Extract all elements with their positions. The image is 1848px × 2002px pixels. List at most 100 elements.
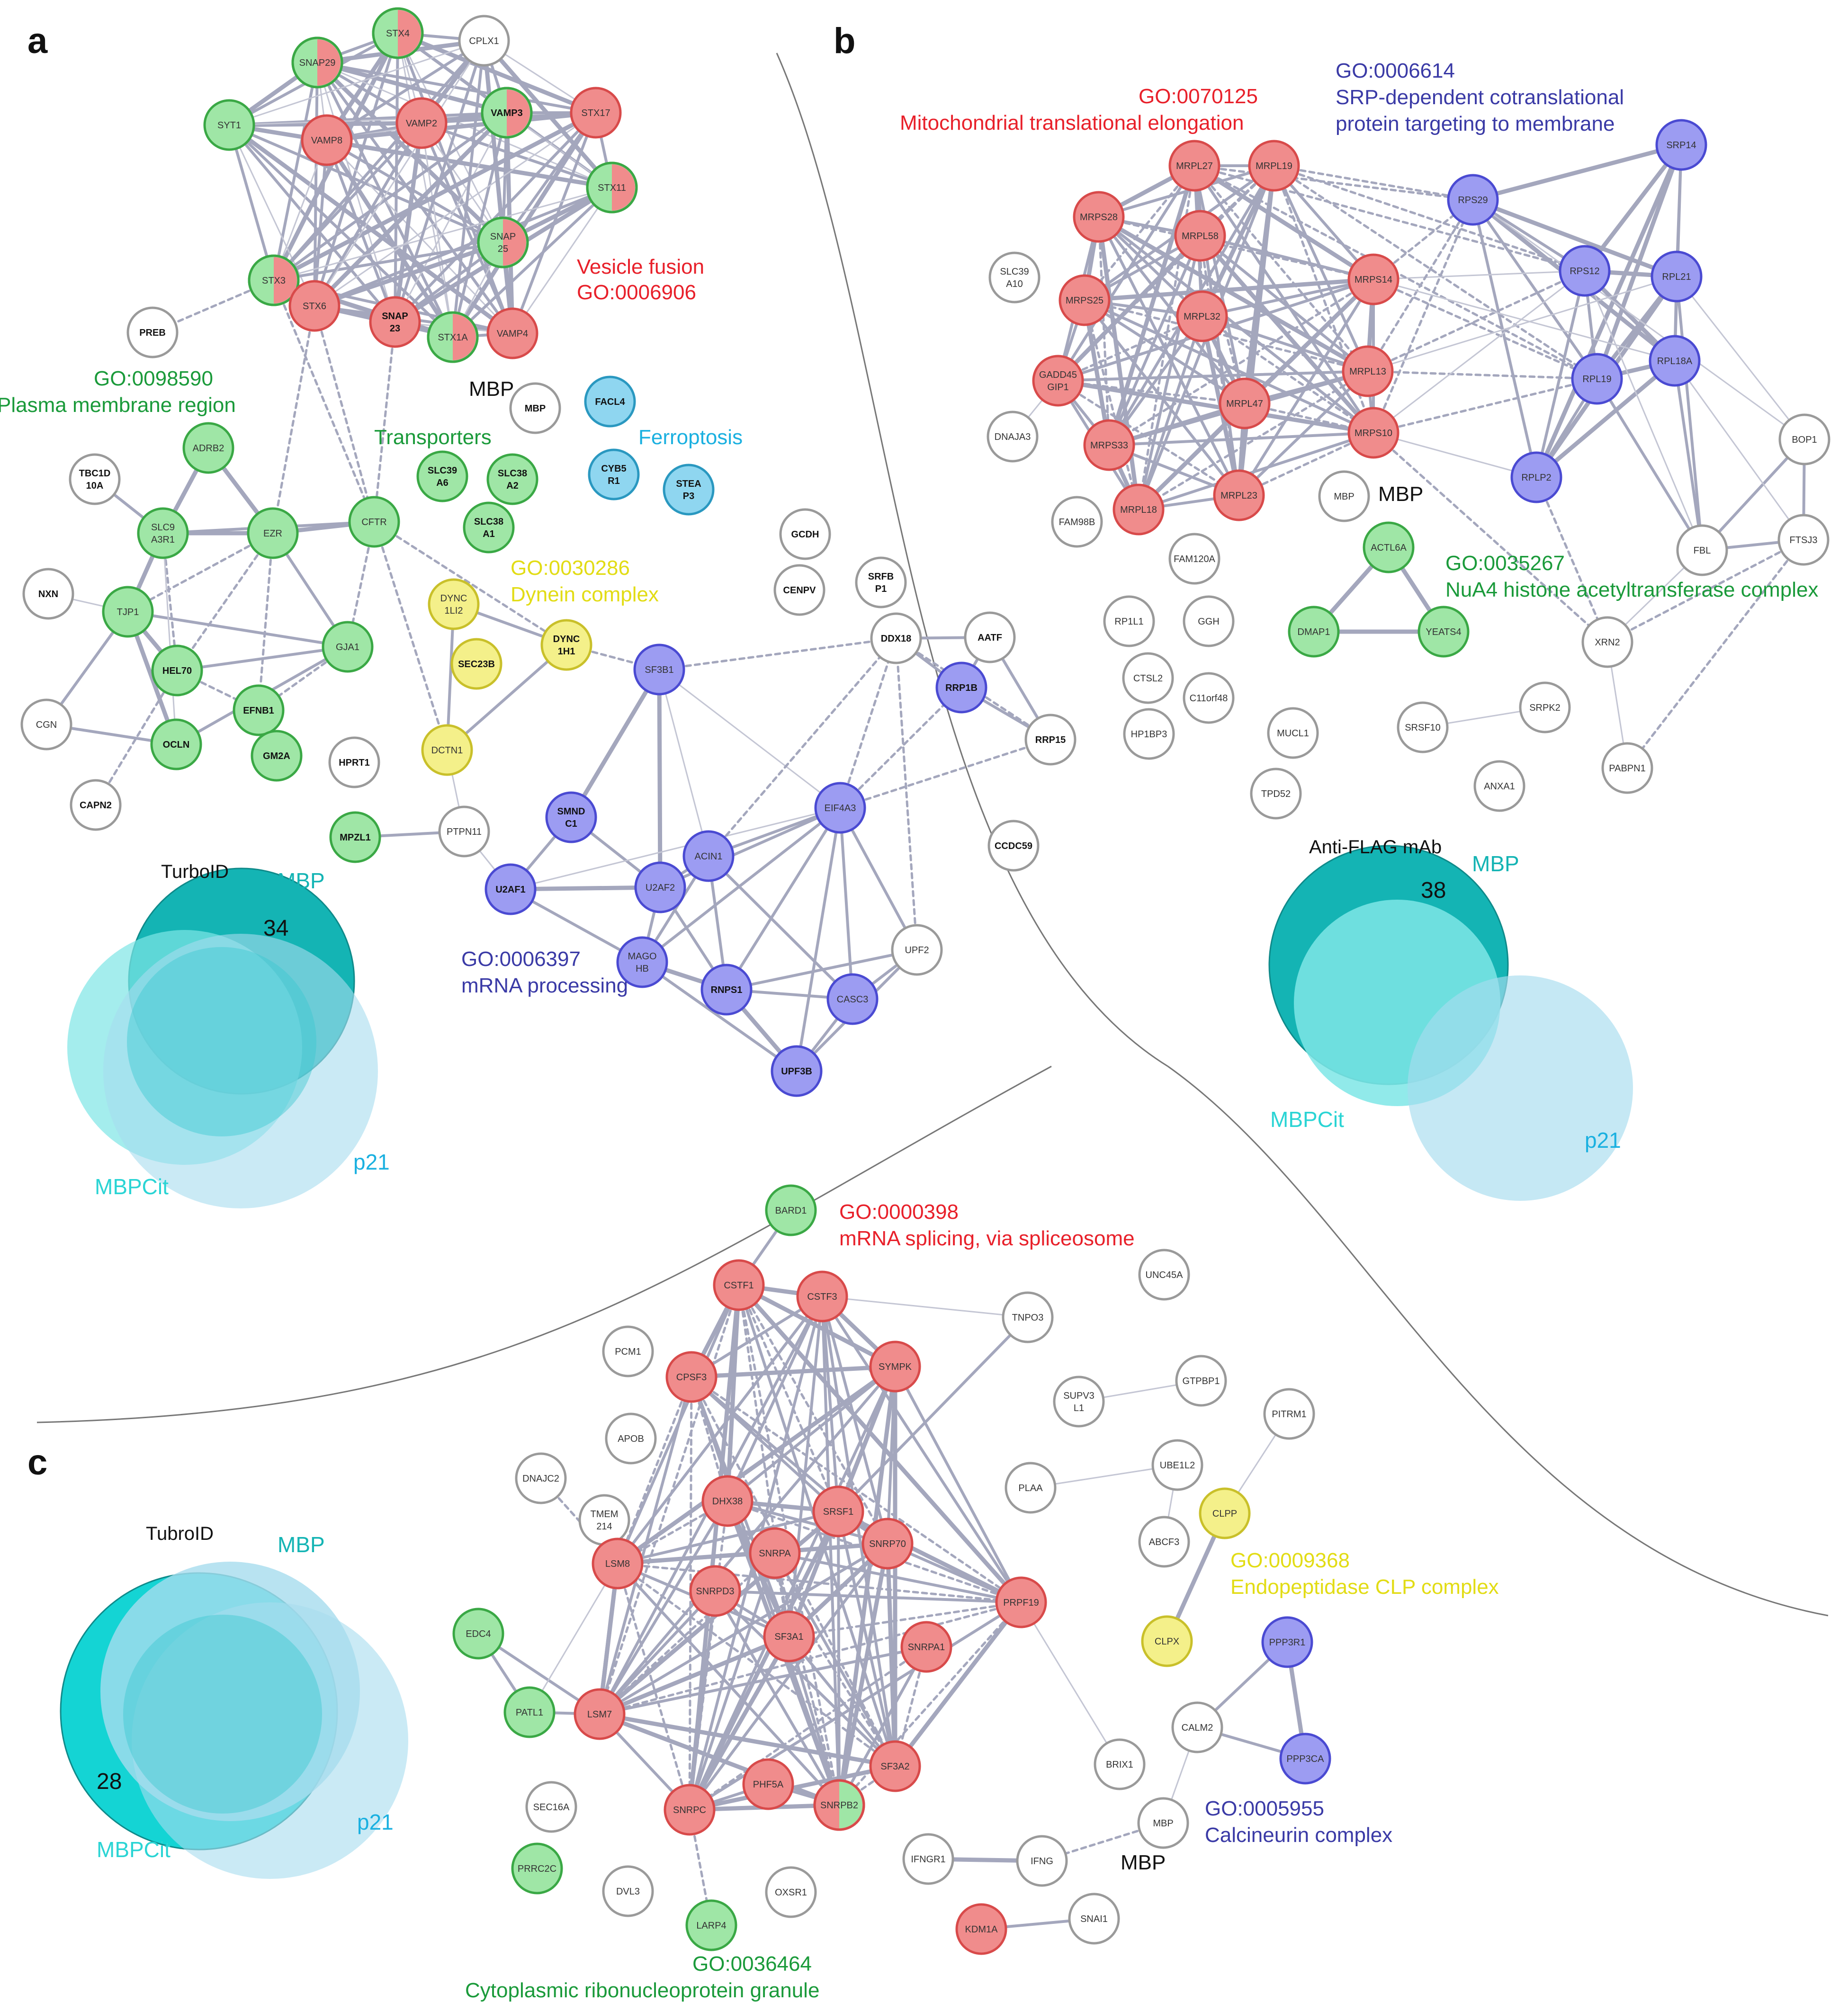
node-upf2[interactable]: UPF2 xyxy=(891,924,943,976)
node-u2af2[interactable]: U2AF2 xyxy=(634,861,686,913)
node-yeats4[interactable]: YEATS4 xyxy=(1417,606,1470,658)
node-rps12[interactable]: RPS12 xyxy=(1559,245,1611,297)
node-aatf[interactable]: AATF xyxy=(964,611,1016,663)
node-srsf10[interactable]: SRSF10 xyxy=(1397,701,1449,753)
node-ppp3ca[interactable]: PPP3CA xyxy=(1279,1733,1331,1785)
node-brix1[interactable]: BRIX1 xyxy=(1094,1738,1146,1790)
node-prpf19[interactable]: PRPF19 xyxy=(995,1576,1047,1628)
node-dhx38[interactable]: DHX38 xyxy=(701,1475,754,1527)
node-ptpn11[interactable]: PTPN11 xyxy=(438,805,490,858)
node-capn2[interactable]: CAPN2 xyxy=(70,779,122,831)
node-actl6a[interactable]: ACTL6A xyxy=(1363,521,1415,573)
node-srp14[interactable]: SRP14 xyxy=(1655,119,1707,171)
node-hel70[interactable]: HEL70 xyxy=(151,644,203,697)
node-ctsl2[interactable]: CTSL2 xyxy=(1122,652,1174,704)
node-clpp[interactable]: CLPP xyxy=(1199,1487,1251,1539)
node-mrpl23[interactable]: MRPL23 xyxy=(1213,469,1265,521)
node-mrpl47[interactable]: MRPL47 xyxy=(1219,377,1271,429)
node-snrpa[interactable]: SNRPA xyxy=(749,1527,801,1579)
node-sympk[interactable]: SYMPK xyxy=(869,1341,921,1393)
node-tjp1[interactable]: TJP1 xyxy=(102,586,154,638)
node-gtpbp1[interactable]: GTPBP1 xyxy=(1175,1355,1227,1407)
node-cplx1[interactable]: CPLX1 xyxy=(458,15,510,67)
node-acin1[interactable]: ACIN1 xyxy=(682,830,735,882)
node-fam120a[interactable]: FAM120A xyxy=(1168,533,1220,585)
node-kdm1a[interactable]: KDM1A xyxy=(955,1903,1007,1955)
node-rplp2[interactable]: RPLP2 xyxy=(1510,451,1562,503)
node-adrb2[interactable]: ADRB2 xyxy=(182,422,234,474)
node-mbp_b[interactable]: MBP xyxy=(1318,470,1370,522)
node-ezr[interactable]: EZR xyxy=(247,507,299,559)
node-ube1l2[interactable]: UBE1L2 xyxy=(1151,1439,1203,1491)
node-anxa1[interactable]: ANXA1 xyxy=(1473,760,1525,812)
node-patl1[interactable]: PATL1 xyxy=(503,1686,556,1738)
node-mrpl58[interactable]: MRPL58 xyxy=(1174,210,1226,262)
node-pcm1[interactable]: PCM1 xyxy=(602,1325,654,1377)
node-oxsr1[interactable]: OXSR1 xyxy=(765,1866,817,1918)
node-mbp_c[interactable]: MBP xyxy=(1137,1797,1189,1849)
node-rpl18a[interactable]: RPL18A xyxy=(1649,335,1701,387)
node-preb[interactable]: PREB xyxy=(126,306,179,358)
node-efnb1[interactable]: EFNB1 xyxy=(233,684,285,736)
node-mrps14[interactable]: MRPS14 xyxy=(1347,253,1399,305)
node-mrps33[interactable]: MRPS33 xyxy=(1083,419,1135,471)
node-mrps25[interactable]: MRPS25 xyxy=(1059,274,1111,326)
node-hprt1[interactable]: HPRT1 xyxy=(328,736,380,788)
node-plaa[interactable]: PLAA xyxy=(1005,1462,1057,1514)
node-dctn1[interactable]: DCTN1 xyxy=(421,724,473,776)
node-unc45a[interactable]: UNC45A xyxy=(1138,1249,1190,1301)
node-mrpl19[interactable]: MRPL19 xyxy=(1248,140,1300,192)
node-ggh[interactable]: GGH xyxy=(1183,595,1235,647)
node-lsm7[interactable]: LSM7 xyxy=(574,1688,626,1740)
node-snap29[interactable]: SNAP29 xyxy=(291,36,343,89)
node-bard1[interactable]: BARD1 xyxy=(765,1184,817,1236)
node-c11orf48[interactable]: C11orf48 xyxy=(1183,672,1235,724)
node-snrpc[interactable]: SNRPC xyxy=(664,1784,716,1836)
node-ddx18[interactable]: DDX18 xyxy=(870,612,922,664)
node-sf3a1[interactable]: SF3A1 xyxy=(763,1610,815,1662)
node-srsf1[interactable]: SRSF1 xyxy=(812,1485,864,1537)
node-mbp_a[interactable]: MBP xyxy=(509,382,561,434)
node-clpx[interactable]: CLPX xyxy=(1141,1615,1193,1667)
node-mrpl27[interactable]: MRPL27 xyxy=(1168,140,1220,192)
node-bop1[interactable]: BOP1 xyxy=(1778,413,1830,465)
node-nxn[interactable]: NXN xyxy=(22,568,74,620)
node-u2af1[interactable]: U2AF1 xyxy=(484,863,537,915)
node-rp1l1[interactable]: RP1L1 xyxy=(1103,595,1155,647)
node-prrc2c[interactable]: PRRC2C xyxy=(511,1842,563,1895)
node-rps29[interactable]: RPS29 xyxy=(1447,174,1499,226)
node-tnpo3[interactable]: TNPO3 xyxy=(1002,1291,1054,1343)
node-gcdh[interactable]: GCDH xyxy=(779,508,831,560)
node-edc4[interactable]: EDC4 xyxy=(452,1608,504,1660)
node-cstf3[interactable]: CSTF3 xyxy=(796,1270,848,1323)
node-larp4[interactable]: LARP4 xyxy=(685,1899,737,1951)
node-ifngr1[interactable]: IFNGR1 xyxy=(902,1833,954,1885)
node-gja1[interactable]: GJA1 xyxy=(322,621,374,673)
node-stx11[interactable]: STX11 xyxy=(586,161,638,214)
node-stx3[interactable]: STX3 xyxy=(248,254,300,306)
node-cftr[interactable]: CFTR xyxy=(348,496,400,548)
node-mrpl18[interactable]: MRPL18 xyxy=(1112,483,1165,536)
node-abcf3[interactable]: ABCF3 xyxy=(1138,1516,1190,1568)
node-tpd52[interactable]: TPD52 xyxy=(1250,768,1302,820)
node-vamp3[interactable]: VAMP3 xyxy=(481,87,533,139)
node-dmap1[interactable]: DMAP1 xyxy=(1288,606,1340,658)
node-mucl1[interactable]: MUCL1 xyxy=(1267,707,1319,759)
node-upf3b[interactable]: UPF3B xyxy=(771,1045,823,1097)
node-rrp15[interactable]: RRP15 xyxy=(1024,714,1077,766)
node-sec23b[interactable]: SEC23B xyxy=(450,638,502,690)
node-calm2[interactable]: CALM2 xyxy=(1171,1701,1223,1753)
node-snrp70[interactable]: SNRP70 xyxy=(861,1518,914,1570)
node-stx1a[interactable]: STX1A xyxy=(427,311,479,363)
